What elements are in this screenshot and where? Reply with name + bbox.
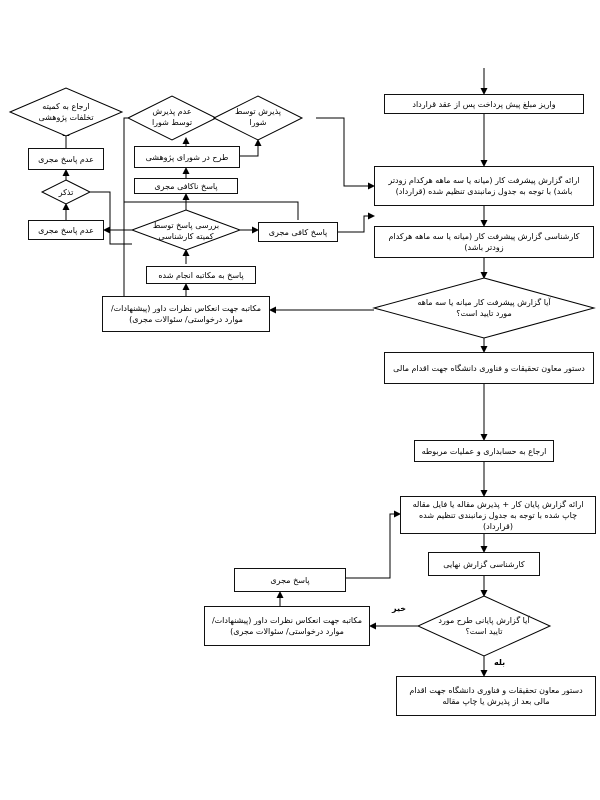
no-response-2-box: عدم پاسخ مجری — [28, 148, 104, 170]
no-response-box: عدم پاسخ مجری — [28, 220, 104, 240]
response-to-correspondence-box: پاسخ به مکاتبه انجام شده — [146, 266, 256, 284]
arrow-adequate-to-review-progress — [338, 212, 375, 233]
arrow-notaccepted-loop — [102, 117, 128, 311]
present-council-box: طرح در شورای پژوهشی — [134, 146, 240, 168]
label-yes: بله — [494, 658, 506, 667]
label-no: خیر — [392, 604, 407, 613]
decision-final-shape — [416, 595, 552, 657]
decision-progress-text: آیا گزارش پیشرفت کار میانه یا سه ماهه مو… — [417, 298, 551, 318]
expert-review-progress-box: کارشناسی گزارش پیشرفت کار (میانه یا سه م… — [374, 226, 594, 258]
accepted-council-text: پذیرش توسط شورا — [234, 107, 282, 127]
final-report-box: ارائه گزارش پایان کار + پذیرش مقاله یا ف… — [400, 496, 596, 534]
decision-progress-shape — [372, 277, 596, 339]
not-accepted-council-text: عدم پذیرش توسط شورا — [151, 107, 193, 127]
refer-accounting-box: ارجاع به حسابداری و عملیات مربوطه — [414, 440, 554, 462]
review-response-text: بررسی پاسخ توسط کمیته کارشناسی — [152, 221, 220, 241]
decision-accepted-shape — [212, 95, 304, 141]
decision-violations-shape — [8, 87, 124, 137]
correspondence-final-box: مکاتبه جهت انعکاس نظرات داور (پیشنهادات/… — [204, 606, 370, 646]
executor-response-final-box: پاسخ مجری — [234, 568, 346, 592]
reminder-text: تذکر — [58, 187, 74, 197]
expert-review-final-box: کارشناسی گزارش نهایی — [428, 552, 540, 576]
refer-violations-text: ارجاع به کمیته تخلفات پژوهشی — [38, 102, 94, 122]
decision-review-shape — [130, 209, 242, 251]
arrow-accepted-to-progress — [316, 117, 375, 190]
adequate-response-box: پاسخ کافی مجری — [258, 222, 338, 242]
arrow-adequate-link — [124, 201, 299, 220]
arrow-response-to-final — [346, 510, 401, 579]
arrow-reminder-to-review — [90, 191, 132, 245]
progress-report-box: ارائه گزارش پیشرفت کار (میانه یا سه ماهه… — [374, 166, 594, 206]
decision-final-text: آیا گزارش پایانی طرح مورد تایید است؟ — [438, 616, 530, 636]
deposit-prepayment-box: واریز مبلغ پیش پرداخت پس از عقد قرارداد — [384, 94, 584, 114]
correspondence-progress-box: مکاتبه جهت انعکاس نظرات داور (پیشنهادات/… — [102, 296, 270, 332]
vice-chancellor-order-box: دستور معاون تحقیقات و فناوری دانشگاه جهت… — [384, 352, 594, 384]
decision-reminder-shape — [40, 179, 92, 205]
vice-chancellor-final-box: دستور معاون تحقیقات و فناوری دانشگاه جهت… — [396, 676, 596, 716]
inadequate-response-box: پاسخ ناکافی مجری — [134, 178, 238, 194]
